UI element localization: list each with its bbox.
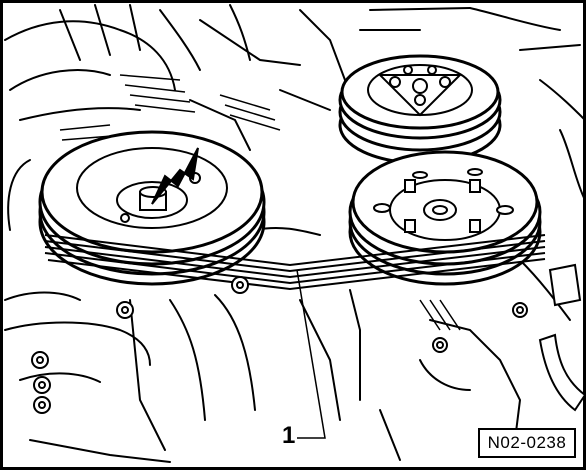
mounting-bolts bbox=[31, 276, 528, 414]
figure-code-box: N02-0238 bbox=[478, 428, 576, 458]
shading-hatch bbox=[59, 74, 461, 331]
ribbed-belt bbox=[44, 234, 546, 291]
engine-housing-lines bbox=[4, 4, 586, 463]
crankshaft-pulley bbox=[38, 130, 266, 286]
callout-number-1: 1 bbox=[282, 422, 296, 449]
hose bbox=[538, 263, 586, 412]
upper-right-pulley bbox=[338, 54, 502, 165]
callout-leader-line bbox=[296, 269, 326, 439]
arrow-icon bbox=[151, 147, 199, 205]
